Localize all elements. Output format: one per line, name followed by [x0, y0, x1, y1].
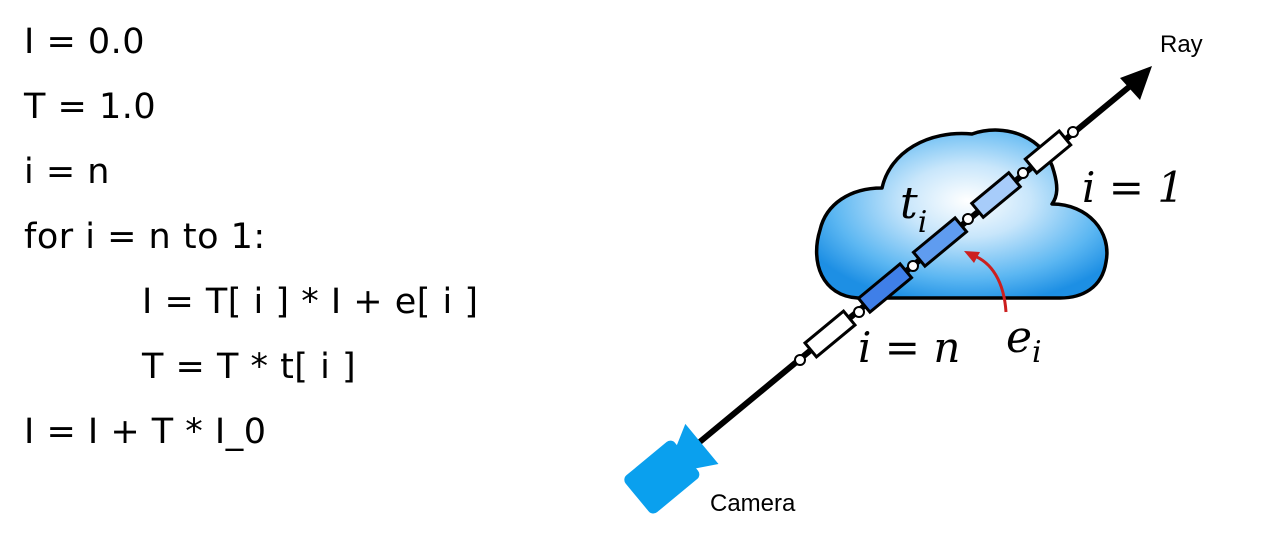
code-line-7: I = I + T * I_0 — [24, 412, 267, 452]
sample-point — [853, 306, 865, 318]
segment-1 — [1023, 128, 1073, 176]
sample-points — [794, 126, 1079, 366]
segment-4 — [856, 261, 914, 315]
cloud-icon — [814, 128, 1109, 300]
sample-point — [962, 213, 974, 225]
i-eq-n-label: i = n — [858, 323, 960, 372]
emission-arrowhead — [964, 251, 980, 263]
i-eq-1-label: i = 1 — [1082, 163, 1184, 212]
t-i-label: ti — [900, 178, 927, 240]
segment-5 — [802, 309, 858, 359]
sample-point — [794, 354, 806, 366]
segment-3 — [911, 215, 969, 269]
e-i-label: ei — [1006, 312, 1042, 370]
pseudocode: I = 0.0 T = 1.0 i = n for i = n to 1: I … — [24, 10, 479, 465]
emission-arrow — [971, 253, 1008, 313]
code-line-6: T = T * t[ i ] — [142, 347, 357, 387]
ray-label: Ray — [1160, 31, 1203, 58]
segment-2 — [969, 170, 1023, 220]
code-line-1: I = 0.0 — [24, 22, 146, 62]
sample-point — [907, 260, 919, 272]
code-line-2: T = 1.0 — [24, 87, 157, 127]
sample-point — [1017, 167, 1029, 179]
code-line-3: i = n — [24, 152, 110, 192]
sample-point — [1067, 126, 1079, 138]
code-line-5: I = T[ i ] * I + e[ i ] — [142, 282, 479, 322]
camera-icon — [624, 423, 719, 514]
ray-arrowhead — [1120, 66, 1152, 100]
camera-label: Camera — [710, 490, 796, 517]
code-line-4: for i = n to 1: — [24, 217, 266, 257]
